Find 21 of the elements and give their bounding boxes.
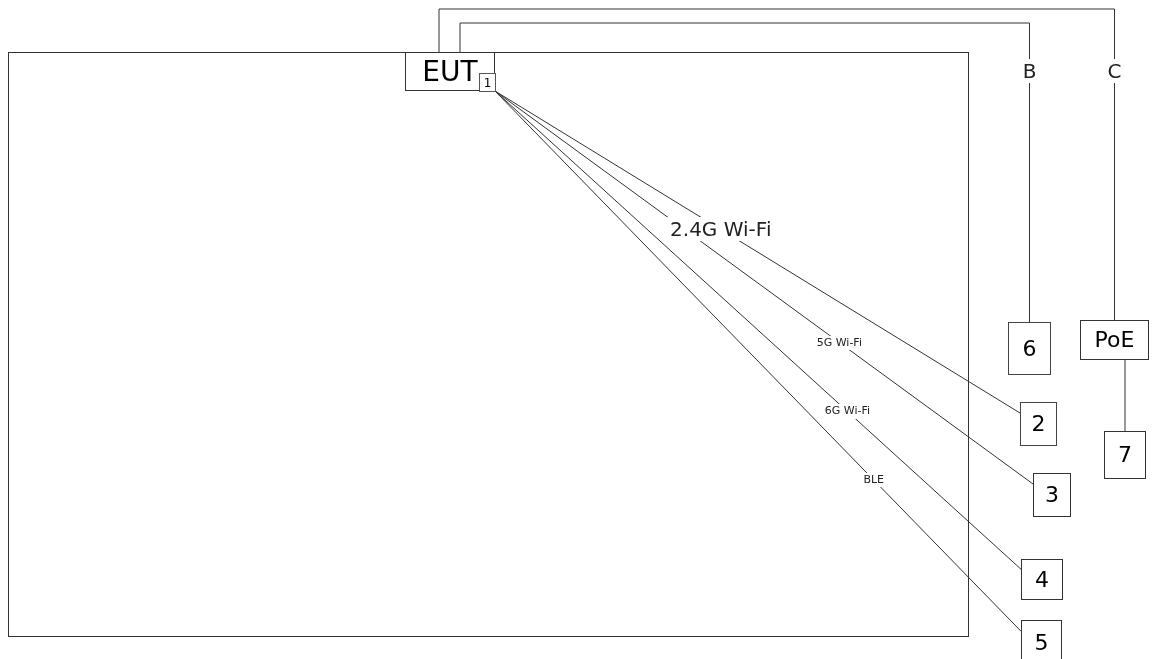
device-box — [1080, 320, 1149, 360]
device-box — [479, 73, 496, 92]
device-box — [1021, 620, 1062, 659]
connection-line — [438, 8, 1115, 321]
connection-line — [459, 22, 1030, 323]
node-label: 5 — [1034, 631, 1049, 654]
node-label: 3 — [1045, 484, 1059, 506]
node-label: 7 — [1118, 444, 1132, 466]
device-box — [1008, 322, 1051, 375]
device-box — [1020, 402, 1057, 446]
node-label: 1 — [483, 76, 492, 89]
device-box — [405, 52, 495, 91]
node-label: 2 — [1031, 413, 1046, 435]
device-box — [1033, 473, 1071, 517]
connection-line — [1124, 359, 1126, 432]
node-label: 6 — [1022, 337, 1037, 360]
device-box — [1021, 559, 1063, 600]
node-label: EUT — [422, 57, 478, 86]
node-label: 4 — [1035, 568, 1049, 591]
device-box — [1104, 431, 1146, 479]
node-label: PoE — [1094, 329, 1135, 351]
